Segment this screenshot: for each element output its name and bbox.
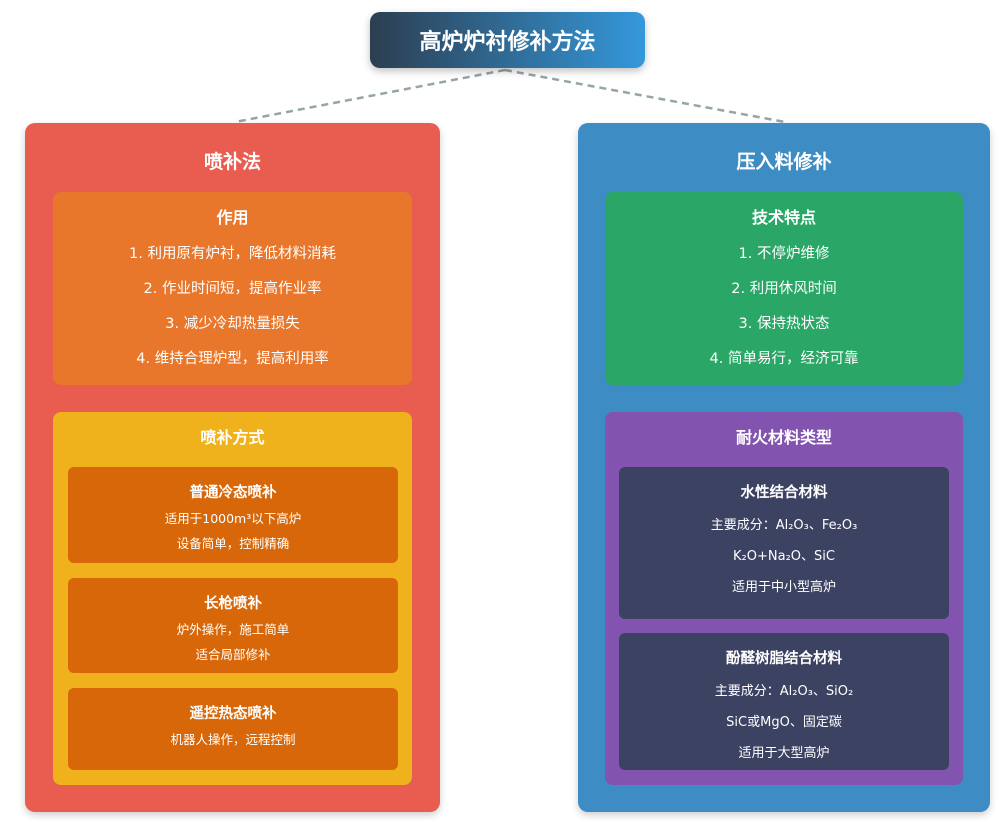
box-title: 技术特点 [751,208,816,227]
features-box: 技术特点 1. 不停炉维修 2. 利用休风时间 3. 保持热状态 4. 简单易行… [605,192,963,385]
card-line: K₂O+Na₂O、SiC [733,549,835,564]
list-item: 4. 简单易行，经济可靠 [709,351,859,367]
diagram-title: 高炉炉衬修补方法 [370,12,645,68]
list-item: 2. 利用休风时间 [731,281,837,297]
materials-box: 耐火材料类型 水性结合材料 主要成分：Al₂O₃、Fe₂O₃ K₂O+Na₂O、… [605,412,963,785]
card-title: 普通冷态喷补 [189,485,277,501]
method-card: 长枪喷补 炉外操作，施工简单 适合局部修补 [68,578,398,673]
card-line: 适合局部修补 [195,647,271,662]
card-title: 遥控热态喷补 [189,706,277,722]
list-item: 4. 维持合理炉型，提高利用率 [136,351,329,367]
spray-repair-panel: 喷补法 作用 1. 利用原有炉衬，降低材料消耗 2. 作业时间短，提高作业率 3… [25,123,440,812]
list-item: 1. 利用原有炉衬，降低材料消耗 [129,246,336,262]
card-line: 主要成分：Al₂O₃、Fe₂O₃ [710,518,858,533]
box-title: 作用 [216,208,249,227]
card-title: 水性结合材料 [740,485,828,501]
box-title: 耐火材料类型 [735,428,832,447]
card-line: 主要成分：Al₂O₃、SiO₂ [714,684,854,699]
method-card: 遥控热态喷补 机器人操作，远程控制 [68,688,398,770]
methods-box: 喷补方式 普通冷态喷补 适用于1000m³以下高炉 设备简单，控制精确 长枪喷补… [53,412,412,785]
card-title: 酚醛树脂结合材料 [726,651,842,667]
injection-repair-panel: 压入料修补 技术特点 1. 不停炉维修 2. 利用休风时间 3. 保持热状态 4… [578,123,990,812]
panel-title: 压入料修补 [736,151,832,173]
panel-title: 喷补法 [203,151,261,173]
effect-box: 作用 1. 利用原有炉衬，降低材料消耗 2. 作业时间短，提高作业率 3. 减少… [53,192,412,385]
card-line: SiC或MgO、固定碳 [726,715,842,730]
card-title: 长枪喷补 [204,596,262,612]
box-title: 喷补方式 [200,428,265,447]
card-line: 机器人操作，远程控制 [170,732,296,747]
connector-left [234,68,506,124]
material-card: 水性结合材料 主要成分：Al₂O₃、Fe₂O₃ K₂O+Na₂O、SiC 适用于… [619,467,949,619]
card-line: 炉外操作，施工简单 [176,622,290,637]
connector-right [504,68,786,124]
list-item: 3. 保持热状态 [738,316,830,332]
card-line: 适用于大型高炉 [738,746,830,761]
card-line: 适用于1000m³以下高炉 [164,511,302,526]
method-card: 普通冷态喷补 适用于1000m³以下高炉 设备简单，控制精确 [68,467,398,563]
card-line: 适用于中小型高炉 [731,580,836,595]
list-item: 2. 作业时间短，提高作业率 [143,281,322,297]
list-item: 1. 不停炉维修 [738,246,830,262]
list-item: 3. 减少冷却热量损失 [165,316,300,332]
material-card: 酚醛树脂结合材料 主要成分：Al₂O₃、SiO₂ SiC或MgO、固定碳 适用于… [619,633,949,770]
card-line: 设备简单，控制精确 [176,536,290,551]
